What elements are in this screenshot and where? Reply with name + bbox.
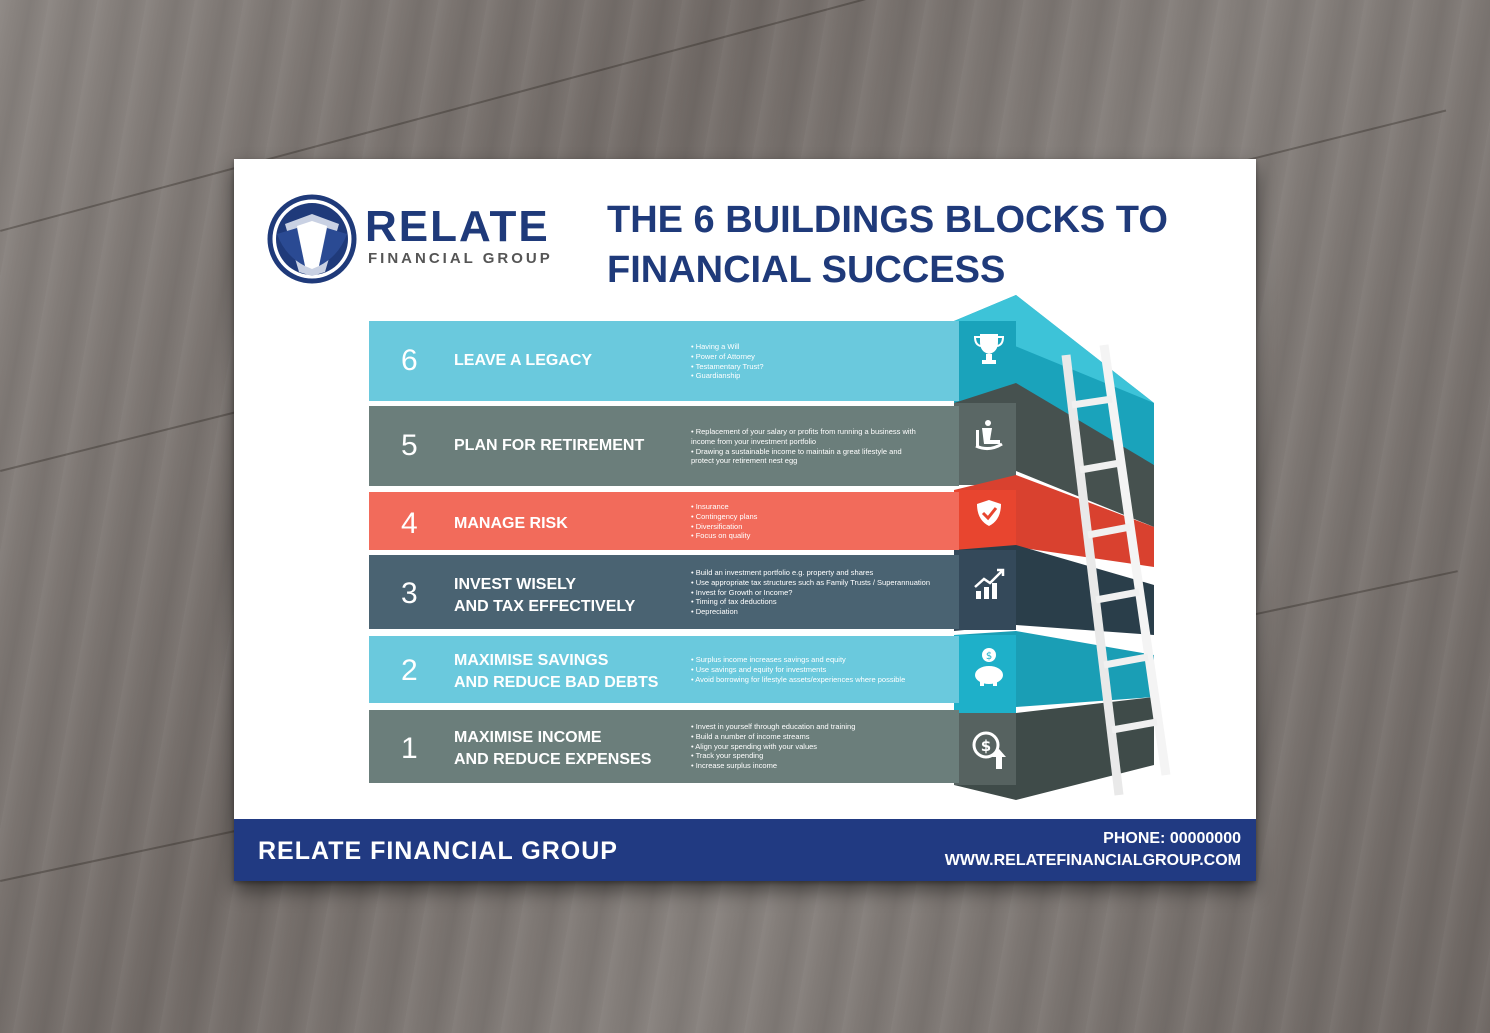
bullet-item: • Avoid borrowing for lifestyle assets/e… xyxy=(691,674,906,684)
block-band-3: 3 INVEST WISELY AND TAX EFFECTIVELY • Bu… xyxy=(369,555,959,629)
bullet-item: • Testamentary Trust? xyxy=(691,361,764,371)
block-label: MAXIMISE SAVINGS AND REDUCE BAD DEBTS xyxy=(454,650,694,694)
block-number: 1 xyxy=(401,732,418,765)
bullet-item: • Increase surplus income xyxy=(691,761,777,771)
footer-website-link[interactable]: WWW.RELATEFINANCIALGROUP.COM xyxy=(944,852,1241,869)
block-bullets: • Invest in yourself through education a… xyxy=(691,722,953,771)
rocking-chair-icon xyxy=(969,415,1009,455)
bullet-item: • Invest in yourself through education a… xyxy=(691,722,856,731)
block-label-line: LEAVE A LEGACY xyxy=(454,352,593,369)
bullet-item: • Align your spending with your values xyxy=(691,741,818,751)
block-bullets: • Surplus income increases savings and e… xyxy=(691,655,953,684)
relate-logo-icon xyxy=(267,194,357,284)
block-bullets: • Insurance • Contingency plans • Divers… xyxy=(691,502,953,541)
block-label-line: PLAN FOR RETIREMENT xyxy=(454,437,645,454)
block-number: 5 xyxy=(401,429,418,462)
block-label: INVEST WISELY AND TAX EFFECTIVELY xyxy=(454,574,694,618)
page-title: THE 6 BUILDINGS BLOCKS TO FINANCIAL SUCC… xyxy=(607,195,1227,295)
trophy-icon xyxy=(969,329,1009,369)
bullet-item: • Diversification xyxy=(691,521,743,531)
bullet-item: • Drawing a sustainable income to mainta… xyxy=(691,446,902,466)
block-label-line: MAXIMISE SAVINGS xyxy=(454,652,609,669)
title-line-1: THE 6 BUILDINGS BLOCKS TO xyxy=(607,199,1168,241)
block-label-line: MAXIMISE INCOME xyxy=(454,729,602,746)
dollar-up-icon: $ xyxy=(969,729,1009,769)
block-band-6: 6 LEAVE A LEGACY • Having a Will • Power… xyxy=(369,321,959,401)
bullet-item: • Timing of tax deductions xyxy=(691,597,777,607)
block-1-face xyxy=(954,713,1016,785)
footer-bar: RELATE FINANCIAL GROUP PHONE: 00000000 W… xyxy=(234,819,1256,881)
bullet-item: • Depreciation xyxy=(691,607,738,617)
block-label-line: MANAGE RISK xyxy=(454,515,568,532)
bullet-item: • Power of Attorney xyxy=(691,351,755,361)
bullet-item: • Insurance xyxy=(691,502,729,511)
piggy-bank-icon: $ xyxy=(969,647,1009,687)
shield-check-icon xyxy=(969,493,1009,533)
block-band-5: 5 PLAN FOR RETIREMENT • Replacement of y… xyxy=(369,406,959,486)
flyer: RELATE FINANCIAL GROUP THE 6 BUILDINGS B… xyxy=(234,159,1256,881)
bullet-item: • Contingency plans xyxy=(691,511,758,521)
bullet-item: • Build an investment portfolio e.g. pro… xyxy=(691,568,874,577)
bullet-item: • Invest for Growth or Income? xyxy=(691,587,793,597)
ladder xyxy=(1061,344,1171,796)
bullet-item: • Guardianship xyxy=(691,371,741,381)
brand-name: RELATE xyxy=(365,202,550,251)
block-label: MAXIMISE INCOME AND REDUCE EXPENSES xyxy=(454,727,694,771)
bullet-item: • Use savings and equity for investments xyxy=(691,664,827,674)
block-band-2: 2 MAXIMISE SAVINGS AND REDUCE BAD DEBTS … xyxy=(369,636,959,703)
block-label-line: AND REDUCE EXPENSES xyxy=(454,751,652,768)
growth-chart-icon xyxy=(969,564,1009,604)
block-label: LEAVE A LEGACY xyxy=(454,350,694,372)
bullet-item: • Replacement of your salary or profits … xyxy=(691,427,916,446)
footer-phone: PHONE: 00000000 xyxy=(1103,830,1241,847)
block-label: MANAGE RISK xyxy=(454,513,694,535)
footer-company-name: RELATE FINANCIAL GROUP xyxy=(258,837,618,865)
bullet-item: • Having a Will xyxy=(691,342,740,351)
svg-text:$: $ xyxy=(981,737,991,755)
block-number: 3 xyxy=(401,577,418,610)
bullet-item: • Surplus income increases savings and e… xyxy=(691,655,846,664)
block-label-line: AND TAX EFFECTIVELY xyxy=(454,598,636,615)
block-number: 4 xyxy=(401,507,418,540)
block-bullets: • Having a Will • Power of Attorney • Te… xyxy=(691,342,953,381)
bullet-item: • Focus on quality xyxy=(691,531,751,541)
block-label: PLAN FOR RETIREMENT xyxy=(454,435,694,457)
bullet-item: • Use appropriate tax structures such as… xyxy=(691,577,930,587)
block-bullets: • Replacement of your salary or profits … xyxy=(691,427,923,466)
block-band-4: 4 MANAGE RISK • Insurance • Contingency … xyxy=(369,492,959,550)
bullet-item: • Track your spending xyxy=(691,751,764,761)
title-line-2: FINANCIAL SUCCESS xyxy=(607,249,1006,291)
brand-subtitle: FINANCIAL GROUP xyxy=(368,250,553,267)
bullet-item: • Build a number of income streams xyxy=(691,731,810,741)
block-bullets: • Build an investment portfolio e.g. pro… xyxy=(691,568,953,617)
block-band-1: 1 MAXIMISE INCOME AND REDUCE EXPENSES • … xyxy=(369,710,959,783)
block-label-line: INVEST WISELY xyxy=(454,576,577,593)
block-number: 6 xyxy=(401,344,418,377)
block-label-line: AND REDUCE BAD DEBTS xyxy=(454,674,659,691)
block-number: 2 xyxy=(401,654,418,687)
svg-text:$: $ xyxy=(986,651,992,662)
